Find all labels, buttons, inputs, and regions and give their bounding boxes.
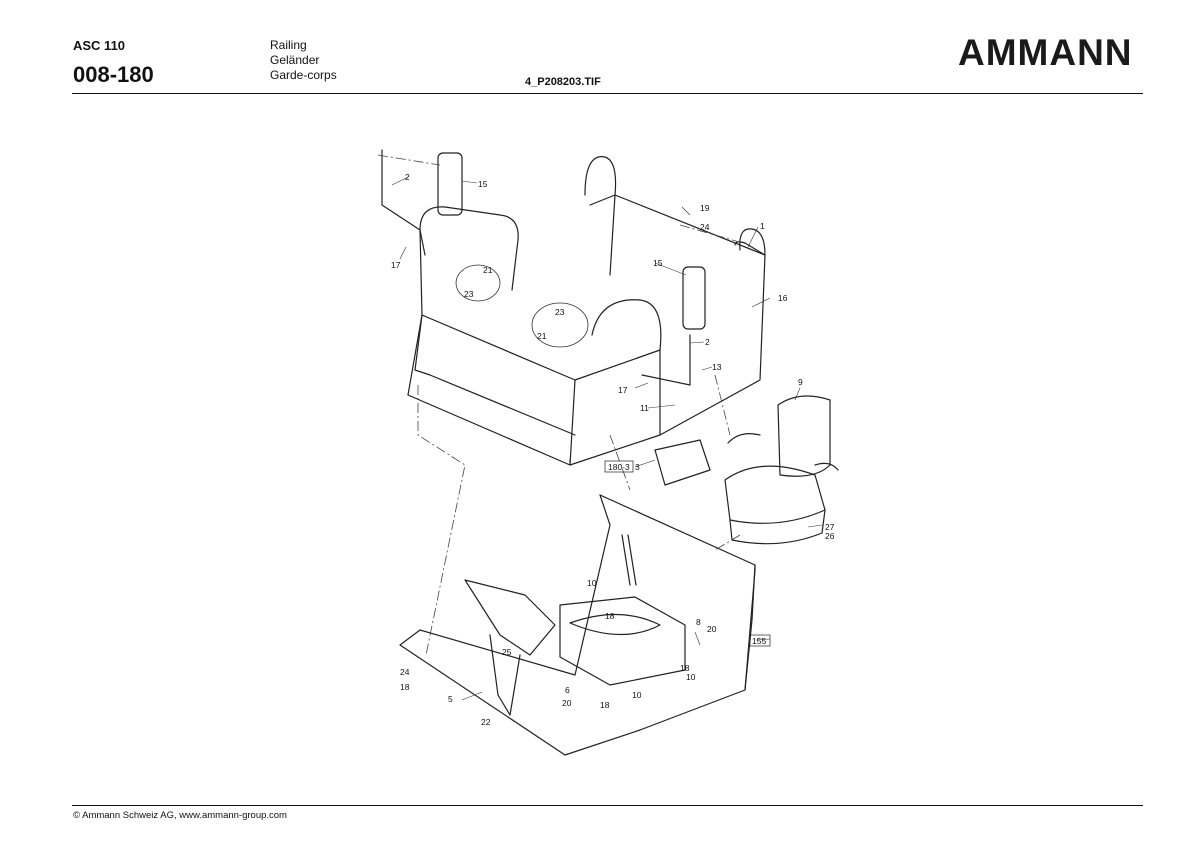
callout-18-bottom: 18 [600, 700, 610, 710]
callout-24-top: 24 [700, 222, 710, 232]
callout-1: 1 [760, 221, 765, 231]
callout-21-left: 21 [483, 265, 493, 275]
callout-16: 16 [778, 293, 788, 303]
callout-20-right: 20 [707, 624, 717, 634]
title-english: Railing [270, 38, 307, 52]
railing-inner-hoop [591, 299, 662, 436]
exploded-parts-drawing: 2 15 17 21 23 19 24 1 16 15 23 21 2 13 1… [360, 135, 860, 765]
callout-2-left: 2 [405, 172, 410, 182]
callout-15-right: 15 [653, 258, 663, 268]
railing-left-hoop [407, 206, 519, 396]
title-german: Geländer [270, 53, 320, 67]
page-number: 008-180 [73, 62, 154, 87]
callout-11: 11 [640, 403, 649, 413]
callout-6: 6 [565, 685, 570, 695]
assembly-line-1 [377, 154, 441, 166]
header-divider [72, 93, 1143, 94]
platform-side-wall [744, 564, 756, 691]
control-console-180-3 [654, 439, 711, 486]
detail-bubble-left [455, 264, 501, 302]
assembly-line-4 [714, 374, 731, 436]
callout-2-right: 2 [705, 337, 710, 347]
callout-24-bottom: 24 [400, 667, 410, 677]
seat-armrests [727, 433, 839, 471]
railing-frame-mid [421, 314, 661, 381]
platform-outline [399, 494, 756, 756]
callout-8: 8 [696, 617, 701, 627]
railing-rear-hoop [584, 156, 617, 276]
assembly-line-6 [714, 534, 741, 551]
callout-23-left: 23 [464, 289, 474, 299]
machine-model: ASC 110 [73, 38, 126, 53]
callout-3: 3 [635, 462, 640, 472]
drawing-filename: 4_P208203.TIF [525, 76, 601, 88]
callout-10-right: 10 [686, 672, 696, 682]
railing-assembly-diagram: 2 15 17 21 23 19 24 1 16 15 23 21 2 13 1… [377, 149, 839, 756]
callout-20-bottom: 20 [562, 698, 572, 708]
callout-15-left: 15 [478, 179, 488, 189]
callout-25: 25 [502, 647, 512, 657]
mirror-left [437, 152, 463, 216]
copyright-notice: © Ammann Schweiz AG, www.ammann-group.co… [73, 810, 287, 821]
assembly-line-5 [609, 434, 631, 491]
railing-right-hoop [739, 228, 766, 256]
callout-10-top: 10 [587, 578, 597, 588]
callout-27: 27 [825, 522, 835, 532]
platform-rear-wall [574, 494, 611, 676]
callout-18-left: 18 [400, 682, 410, 692]
seat-backrest [777, 395, 831, 477]
mirror-right [682, 266, 706, 330]
page-header: ASC 110 008-180 Railing Geländer Garde-c… [0, 0, 1200, 100]
footer-divider [72, 805, 1143, 806]
seat-base [729, 509, 826, 545]
assembly-line-3 [679, 224, 751, 246]
callout-18-top: 18 [605, 611, 615, 621]
railing-front-post [569, 379, 576, 466]
callout-26: 26 [825, 531, 835, 541]
callout-180-3: 180-3 [608, 462, 630, 472]
steering-console [464, 579, 556, 656]
title-french: Garde-corps [270, 68, 337, 82]
callout-5: 5 [448, 694, 453, 704]
assembly-line-2 [417, 385, 466, 656]
mirror-arm-left [381, 149, 426, 256]
hydraulic-cylinder [621, 534, 637, 586]
callout-17-right: 17 [618, 385, 628, 395]
pedal-bracket [489, 634, 521, 716]
callout-17-left: 17 [391, 260, 401, 270]
callout-19: 19 [700, 203, 710, 213]
callout-155: 155 [752, 636, 766, 646]
callout-21-right: 21 [537, 331, 547, 341]
detail-bubble-center [531, 302, 589, 348]
page-titles: Railing Geländer Garde-corps [270, 38, 337, 83]
callout-18-right: 18 [680, 663, 690, 673]
mirror-arm-right [641, 334, 691, 386]
callout-13: 13 [712, 362, 722, 372]
callout-10-bottom: 10 [632, 690, 642, 700]
callout-22: 22 [481, 717, 491, 727]
ammann-logo: AMMANN [958, 32, 1133, 73]
railing-floor-bar [414, 314, 576, 436]
railing-frame-bottom [407, 194, 766, 466]
callout-9: 9 [798, 377, 803, 387]
seat-turntable [569, 613, 661, 636]
seat-mount-box [559, 596, 686, 686]
callout-23-right: 23 [555, 307, 565, 317]
